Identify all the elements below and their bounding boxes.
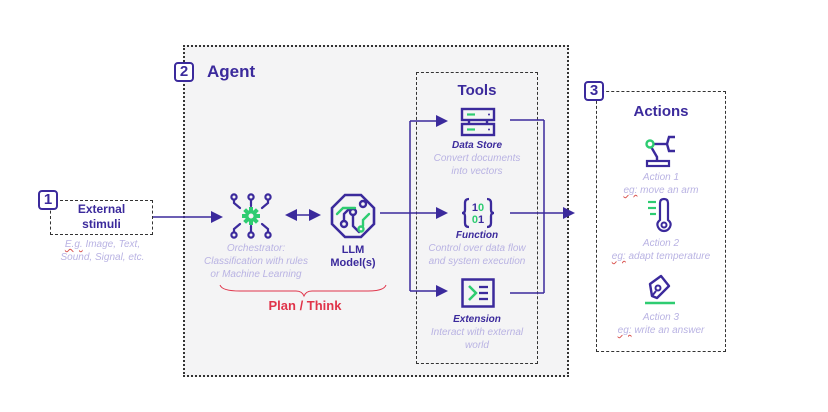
tool-function-desc-line1: Control over data flow (428, 243, 526, 254)
orchestrator-label: Orchestrator: Classification with rules … (200, 242, 312, 281)
stimuli-example-line2: Sound, Signal, etc. (60, 252, 145, 263)
binary-braces-icon: 10 01 (461, 197, 495, 229)
tool-extension-desc-line1: Interact with external (430, 327, 524, 338)
tool-extension-name: Extension (453, 314, 501, 325)
tool-function-desc: Control over data flow and system execut… (412, 242, 542, 268)
stimuli-example-prefix: E.g. (64, 239, 83, 250)
plan-think-brace (219, 284, 387, 298)
actions-step-badge: 3 (584, 81, 604, 101)
llm-label: LLM Model(s) (318, 244, 388, 270)
tool-data-store-name: Data Store (451, 140, 502, 151)
action-3-prefix: eg: (617, 325, 632, 336)
stimuli-step-badge: 1 (38, 190, 58, 210)
tools-container (416, 72, 538, 364)
tool-data-store-desc: Convert documents into vectors (416, 152, 538, 178)
tool-data-store-desc-line2: into vectors (451, 166, 503, 177)
stimuli-title-line2: stimuli (82, 217, 121, 231)
action-1-prefix: eg: (623, 185, 638, 196)
stimuli-example-line1: Image, Text, (82, 239, 141, 250)
tool-function-name: Function (455, 230, 499, 241)
thermometer-icon (648, 197, 672, 233)
action-3-desc: write an answer (631, 325, 705, 336)
action-1-desc: move an arm (637, 185, 699, 196)
action-2-label: Action 2 eg: adapt temperature (596, 237, 726, 263)
external-stimuli-box (50, 200, 153, 235)
tools-title: Tools (457, 82, 497, 99)
action-3-name: Action 3 (642, 312, 680, 323)
pen-nib-icon (645, 274, 675, 305)
orchestrator-icon (230, 193, 272, 239)
tool-extension-desc: Interact with external world (416, 326, 538, 352)
svg-text:10: 10 (472, 202, 484, 214)
action-2-desc: adapt temperature (625, 251, 711, 262)
action-2-prefix: eg: (611, 251, 626, 262)
llm-line1: LLM (341, 244, 365, 256)
agent-step-badge: 2 (174, 62, 194, 82)
orchestrator-line3: or Machine Learning (210, 269, 302, 280)
llm-line2: Model(s) (330, 257, 376, 269)
actions-title: Actions (633, 103, 689, 120)
orchestrator-line1: Orchestrator: (226, 243, 286, 254)
orchestrator-line2: Classification with rules (204, 256, 308, 267)
action-1-name: Action 1 (642, 172, 680, 183)
plan-think-label: Plan / Think (268, 298, 342, 313)
tool-data-store-desc-line1: Convert documents (433, 153, 521, 164)
action-2-name: Action 2 (642, 238, 680, 249)
action-1-label: Action 1 eg: move an arm (596, 171, 726, 197)
stimuli-examples: E.g. Image, Text, Sound, Signal, etc. (40, 238, 165, 264)
svg-text:01: 01 (472, 214, 484, 226)
terminal-icon (461, 278, 495, 308)
agent-title: Agent (207, 62, 256, 81)
robot-arm-icon (645, 135, 675, 168)
tool-extension-desc-line2: world (465, 340, 489, 351)
tool-function-desc-line2: and system execution (428, 256, 526, 267)
action-3-label: Action 3 eg: write an answer (596, 311, 726, 337)
database-server-icon (460, 107, 496, 137)
stimuli-title: External stimuli (50, 202, 153, 232)
stimuli-title-line1: External (77, 202, 126, 216)
actions-container (596, 91, 726, 352)
llm-brain-icon (330, 193, 376, 239)
